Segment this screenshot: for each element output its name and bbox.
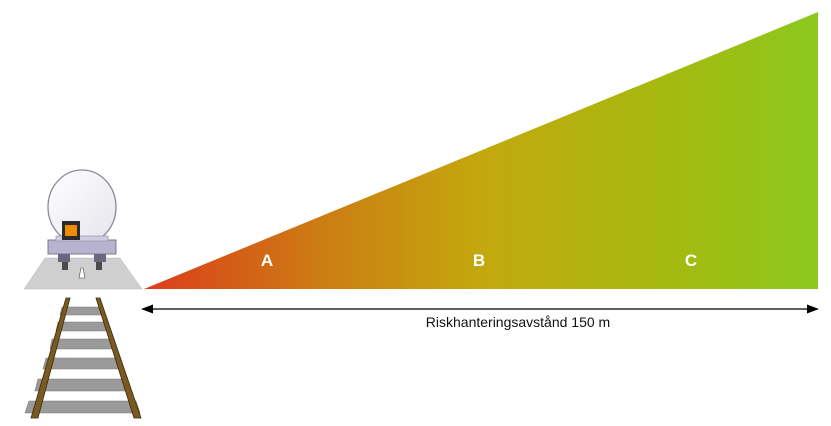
tank-wagon-icon [47,169,117,279]
zone-label-a: A [261,251,273,270]
double-arrow-icon [141,304,819,314]
zone-label-b: B [473,251,485,270]
distance-label: Riskhanteringsavstånd 150 m [426,314,610,330]
zone-label-c: C [685,251,697,270]
risk-zone-wedge [144,12,818,289]
railway-track-icon [24,297,142,419]
